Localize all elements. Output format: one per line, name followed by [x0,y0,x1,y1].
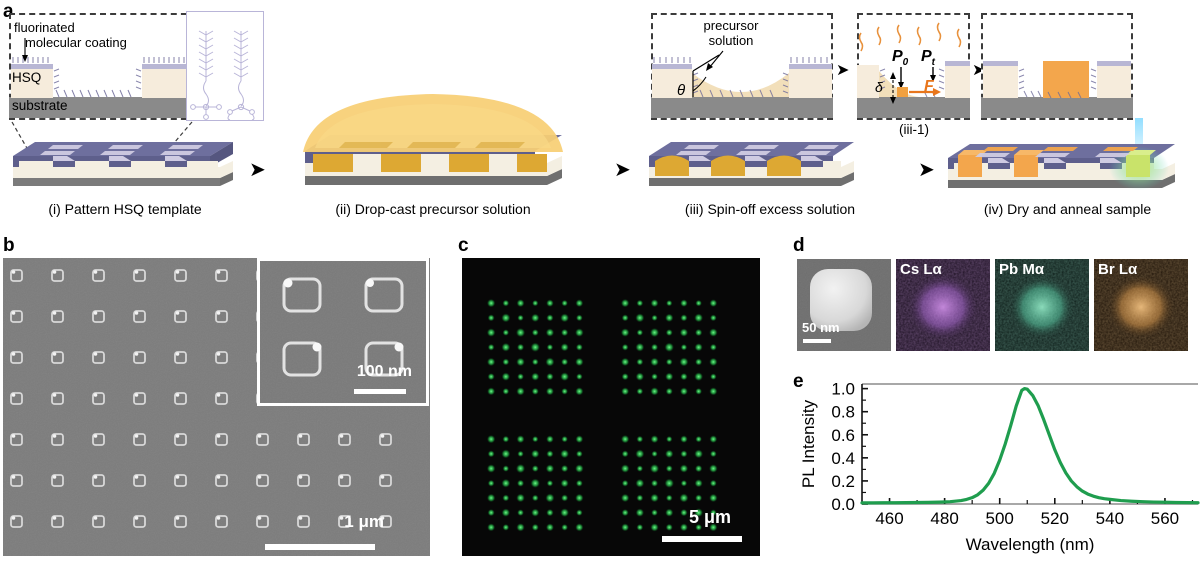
p0-label: P0 [892,48,909,69]
panel-d-map-pb: Pb Mα [995,259,1089,351]
step-caption-3: (iii) Spin-off excess solution [684,201,856,217]
eds-map-cs [896,259,990,351]
panel-label-e: e [793,371,804,392]
y-tick-label: 0.4 [831,449,855,468]
fluorinated-label: fluorinated [14,20,75,35]
y-tick-label: 1.0 [831,380,855,399]
step-arrow-1: ➤ [249,157,266,181]
step3-cross-section [651,50,833,118]
pt-label: Pt [921,48,936,69]
hsq-label: HSQ [12,70,42,85]
force-label: F [924,78,934,95]
y-tick-label: 0.0 [831,495,855,514]
step4-3d-platform [948,118,1175,190]
step2-3d-droplet [303,94,563,185]
fluorinated-molecule-diagram [190,30,255,121]
panel-d-label-br: Br Lα [1098,261,1138,278]
fluorescence-nanocrystal-arrays [462,258,760,556]
panel-d-label-cs: Cs Lα [900,261,942,278]
single-nanocrystal-sem [797,259,891,351]
panel-d-sem-particle: 50 nm [797,259,891,351]
panel-d-map-br: Br Lα [1094,259,1188,351]
panel-label-c: c [458,235,469,256]
y-tick-label: 0.2 [831,472,855,491]
step1-3d-platform [13,142,233,186]
eds-map-br [1094,259,1188,351]
x-tick-label: 460 [875,509,903,528]
inset-arrow-iii: ➤ [836,60,850,79]
panel-label-a: a [3,1,14,22]
step-caption-1: (i) Pattern HSQ template [48,201,202,217]
delta-label: δ [875,79,883,95]
molecular-coating-label: molecular coating [25,35,127,50]
step-caption-2: (ii) Drop-cast precursor solution [335,201,531,217]
substrate-label: substrate [12,98,68,113]
x-tick-label: 540 [1096,509,1124,528]
panel-b-scalebar-label: 1 μm [344,512,384,531]
x-tick-label: 500 [986,509,1014,528]
y-tick-label: 0.8 [831,403,855,422]
y-axis-title: PL Intensity [800,399,818,488]
panel-d-label-pb: Pb Mα [999,261,1045,278]
step-arrow-3: ➤ [918,157,935,181]
step-caption-4: (iv) Dry and anneal sample [983,201,1152,217]
x-tick-label: 520 [1041,509,1069,528]
step1-cross-section [9,38,197,118]
step3-3d-platform [649,142,854,186]
pl-spectrum-svg: 0.0 0.2 0.4 0.6 0.8 1.0 460 480 500 520 540 560Wave… [799,380,1200,554]
x-tick-label: 560 [1151,509,1179,528]
step4-cross-section [981,61,1133,118]
theta-label: θ [677,82,686,99]
step-arrow-2: ➤ [614,157,631,181]
panel-c-fluorescence-image: 5 μm [462,258,760,556]
panel-c-scalebar-label: 5 μm [688,507,731,527]
step3-1-cross-section [857,22,970,118]
panel-d-map-cs: Cs Lα [896,259,990,351]
eds-map-pb [995,259,1089,351]
sem-inset-four-holes [260,261,426,403]
precursor-label: precursor [703,18,759,33]
solution-label: solution [708,33,754,48]
y-tick-label: 0.6 [831,426,855,445]
x-axis-title: Wavelength (nm) [966,535,1095,554]
x-tick-label: 480 [930,509,958,528]
panel-d-scalebar-label: 50 nm [802,320,840,335]
panel-b-inset-scalebar-label: 100 nm [356,363,412,380]
panel-label-b: b [3,235,15,256]
panel-label-d: d [793,235,805,256]
pl-emission-curve [860,387,1200,505]
step3-1-label: (iii-1) [899,122,929,137]
panel-b-sem-inset: 100 nm [257,258,429,406]
